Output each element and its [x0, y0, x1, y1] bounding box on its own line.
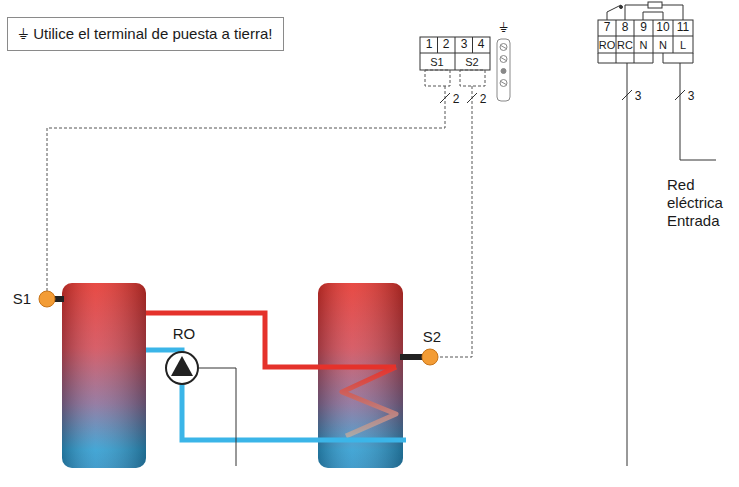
wire-count: 2	[453, 93, 460, 106]
terminal-number: 9	[640, 21, 647, 34]
storage-tank	[62, 283, 146, 468]
terminal-name: N	[640, 39, 648, 51]
terminal-number: 2	[443, 38, 450, 51]
wire-count: 3	[688, 90, 695, 103]
terminal-name: L	[680, 39, 686, 51]
terminal-number: 7	[604, 21, 611, 34]
temperature-sensor	[39, 291, 64, 307]
ground-symbol: ⏚	[499, 21, 508, 35]
wire-count-mark	[440, 90, 685, 103]
pump-label: RO	[173, 326, 196, 343]
terminal-number: 3	[461, 38, 468, 51]
terminal-name: S1	[430, 56, 443, 68]
mains-input-label: Red eléctrica Entrada	[667, 176, 735, 230]
wire-count: 2	[480, 93, 487, 106]
terminal-number: 11	[677, 21, 689, 34]
power-terminal-block	[598, 20, 693, 53]
terminal-name: S2	[465, 56, 478, 68]
wire-count: 3	[635, 90, 642, 103]
power-wire	[598, 53, 716, 466]
temperature-sensor	[400, 349, 438, 365]
terminal-number: 4	[478, 38, 485, 51]
heat-exchanger-coil	[342, 367, 396, 436]
terminal-number: 1	[426, 38, 433, 51]
warning-box: ⏚ Utilice el terminal de puesta a tierra…	[7, 17, 284, 51]
sensor-label: S1	[13, 291, 31, 308]
relay-and-fuse	[607, 2, 683, 20]
sensor-label: S2	[423, 329, 441, 346]
terminal-number: 10	[656, 21, 669, 34]
terminal-name: N	[659, 39, 667, 51]
warning-text: ⏚ Utilice el terminal de puesta a tierra…	[18, 25, 273, 43]
terminal-name: RO	[599, 39, 616, 51]
terminal-name: RC	[617, 39, 633, 51]
pump-wire	[199, 368, 236, 466]
cold-pipe	[146, 350, 406, 440]
sensor-connector	[425, 70, 485, 86]
terminal-number: 8	[622, 21, 629, 34]
sensor-terminal-block	[420, 37, 490, 70]
pump-symbol	[166, 352, 198, 384]
ground-terminal	[497, 39, 510, 101]
